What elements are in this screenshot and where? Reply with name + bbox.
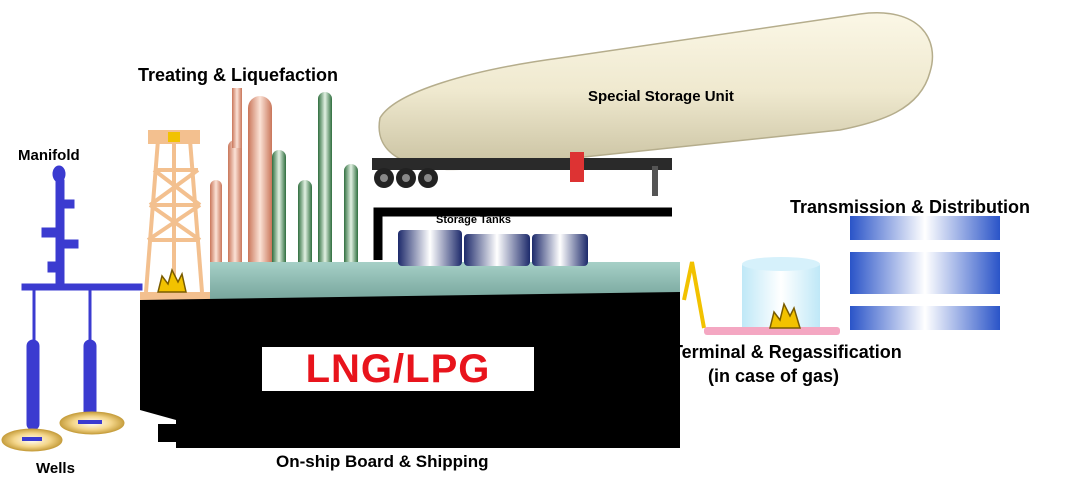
salmon-columns — [210, 88, 272, 280]
transmission-label: Transmission & Distribution — [790, 197, 1031, 217]
flame-icon — [769, 301, 802, 329]
green-columns — [272, 92, 358, 274]
transfer-pipe — [373, 207, 672, 260]
manifold-label: Manifold — [18, 147, 80, 164]
manifold-structure — [21, 165, 143, 431]
product-label: LNG/LPG — [305, 346, 491, 391]
terminal-label-line1: Terminal & Regassification — [672, 342, 902, 362]
special-storage-label: Special Storage Unit — [588, 88, 734, 105]
treating-tower — [144, 130, 204, 293]
well-pipe-right — [83, 339, 97, 421]
flame-icon — [157, 267, 187, 293]
loading-arm — [682, 261, 706, 329]
product-label-box: LNG/LPG — [262, 347, 534, 391]
treating-label: Treating & Liquefaction — [138, 65, 339, 85]
storage-tanks-label: Storage Tanks — [436, 214, 511, 226]
shipping-label: On-ship Board & Shipping — [276, 452, 489, 471]
storage-tanks — [398, 230, 588, 266]
terminal-label-line2: (in case of gas) — [708, 366, 840, 386]
terminal-tank — [742, 262, 820, 332]
well-pipe-left — [26, 339, 40, 431]
storage-trailer — [372, 12, 934, 196]
terminal-pad — [704, 327, 840, 335]
transmission-bands — [850, 216, 1000, 330]
manifold-stem — [55, 179, 65, 289]
manifold-header-pipe — [21, 283, 143, 291]
wells-label: Wells — [36, 460, 75, 477]
